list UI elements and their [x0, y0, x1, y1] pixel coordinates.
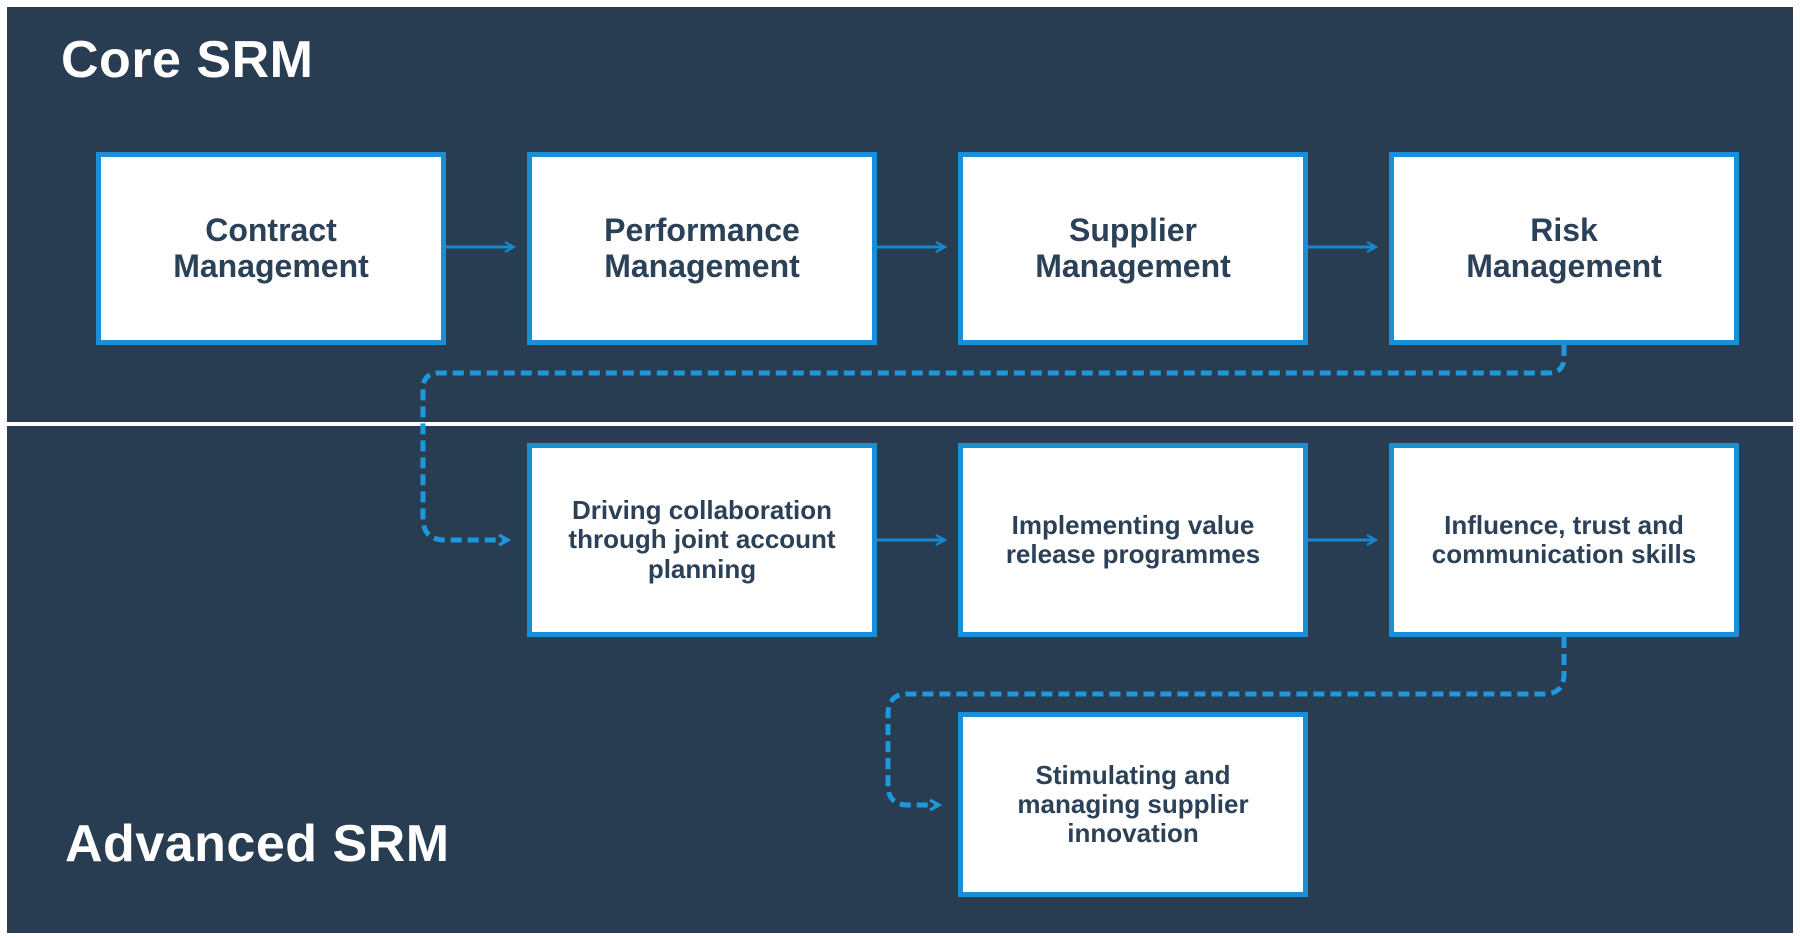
node-performance-management: Performance Management [527, 152, 877, 345]
node-label: Driving collaboration through joint acco… [568, 495, 836, 584]
section-title-advanced: Advanced SRM [65, 815, 450, 873]
srm-diagram-canvas: Core SRM Advanced SRM Contract Managemen… [7, 7, 1793, 933]
node-supplier-management: Supplier Management [958, 152, 1308, 345]
section-title-core: Core SRM [61, 31, 314, 89]
connector-layer [420, 241, 1567, 933]
node-label: Stimulating and managing supplier innova… [1017, 759, 1249, 849]
node-label: Implementing value release programmes [1005, 509, 1261, 569]
dashed-connector-influence-to-stimulating [885, 637, 1567, 805]
node-label: Influence, trust and communication skill… [1431, 509, 1697, 569]
node-label: Risk Management [1466, 211, 1662, 284]
node-label: Supplier Management [1035, 211, 1231, 284]
node-implementing-value-release: Implementing value release programmes [958, 443, 1308, 637]
node-influence-trust-communication: Influence, trust and communication skill… [1389, 443, 1739, 637]
node-driving-collaboration: Driving collaboration through joint acco… [527, 443, 877, 637]
node-label: Performance Management [604, 211, 800, 284]
node-stimulating-supplier-innovation: Stimulating and managing supplier innova… [958, 712, 1308, 897]
node-label: Contract Management [173, 211, 369, 284]
node-contract-management: Contract Management [96, 152, 446, 345]
node-risk-management: Risk Management [1389, 152, 1739, 345]
section-divider [7, 422, 1793, 426]
dashed-connector-risk-to-driving [420, 345, 1567, 540]
